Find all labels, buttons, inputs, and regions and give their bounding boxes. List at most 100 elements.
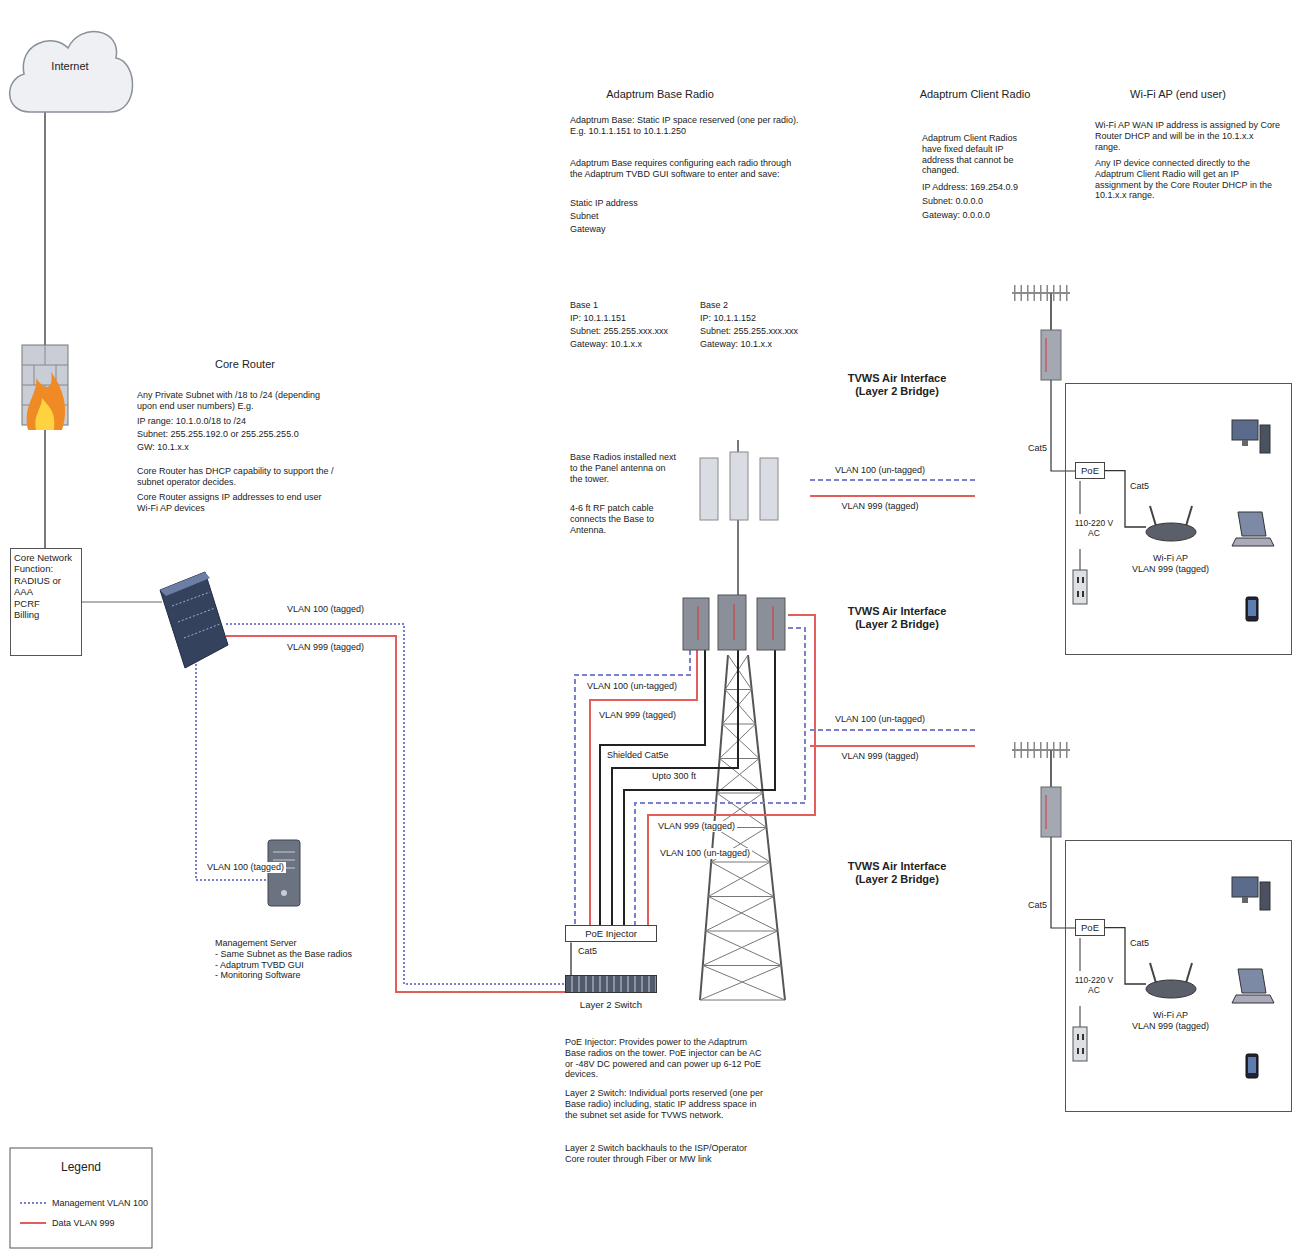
line-label: VLAN 100 (tagged) bbox=[205, 862, 286, 873]
legend-text: Management VLAN 100 bbox=[52, 1198, 148, 1208]
poe-injector-box: PoE Injector bbox=[565, 925, 657, 942]
line-label: VLAN 999 (tagged) bbox=[597, 710, 678, 721]
tower-structure bbox=[730, 452, 748, 520]
base-radio-units bbox=[683, 595, 785, 650]
tower-structure bbox=[706, 931, 778, 932]
note-text: Layer 2 Switch: Individual ports reserve… bbox=[565, 1088, 765, 1120]
core-router-icon bbox=[160, 572, 228, 668]
air-interface-lines bbox=[810, 495, 975, 497]
note-text: Adaptrum Base requires configuring each … bbox=[570, 158, 800, 180]
client-site-equipment bbox=[1242, 440, 1248, 446]
management-server-icon bbox=[281, 890, 287, 896]
connector-label: Cat5 bbox=[1128, 938, 1151, 949]
base-radio-units bbox=[698, 606, 699, 640]
node-text: - Adaptrum TVBD GUI bbox=[215, 960, 385, 971]
line-label: Shielded Cat5e bbox=[605, 750, 671, 761]
tower-structure bbox=[700, 458, 718, 520]
tower-cables bbox=[575, 650, 690, 925]
tower-structure bbox=[725, 655, 748, 690]
note-text: Gateway: 10.1.x.x bbox=[570, 339, 642, 350]
tower-structure bbox=[703, 966, 785, 1001]
core-router-wiring bbox=[82, 601, 162, 602]
client-site-equipment bbox=[1082, 577, 1084, 583]
tower-structure bbox=[722, 724, 759, 759]
tower-structure bbox=[708, 897, 777, 932]
management-server-icon bbox=[273, 852, 295, 853]
client-site-equipment bbox=[1012, 293, 1274, 621]
node-text: VLAN 999 (tagged) bbox=[1123, 1021, 1218, 1032]
note-text: Core Router has DHCP capability to suppo… bbox=[137, 466, 337, 488]
node-text: Core Network Function: bbox=[14, 552, 78, 575]
client-site-equipment bbox=[1077, 591, 1079, 597]
tower-structure bbox=[706, 931, 782, 966]
base-radio-units bbox=[757, 598, 785, 650]
firewall-icon bbox=[34, 365, 35, 385]
note-text: Adaptrum Base: Static IP space reserved … bbox=[570, 115, 800, 137]
heading-text: Core Router bbox=[190, 358, 300, 371]
function-box: Core Network Function:RADIUS or AAAPCRFB… bbox=[10, 548, 82, 656]
node-text-group: Management Server- Same Subnet as the Ba… bbox=[215, 938, 385, 981]
cable-connector bbox=[570, 942, 571, 975]
node-text: Wi-Fi AP bbox=[1123, 1010, 1218, 1021]
tower-cables bbox=[648, 615, 815, 925]
note-text: IP: 10.1.1.152 bbox=[700, 313, 756, 324]
tower-cables bbox=[575, 615, 815, 925]
heading-text: TVWS Air Interface (Layer 2 Bridge) bbox=[837, 372, 957, 398]
legend-line-sample bbox=[20, 1202, 46, 1204]
note-text: IP: 10.1.1.151 bbox=[570, 313, 626, 324]
note-text: GW: 10.1.x.x bbox=[137, 442, 337, 453]
cable-connector bbox=[44, 112, 45, 548]
core-router-icon bbox=[160, 572, 228, 668]
node-text: Management Server bbox=[215, 938, 385, 949]
core-router-wiring bbox=[196, 664, 268, 880]
core-router-icon bbox=[184, 624, 220, 638]
core-router-icon bbox=[160, 572, 210, 596]
node-text: VLAN 999 (tagged) bbox=[1123, 564, 1218, 575]
node-text-group: Internet bbox=[5, 60, 135, 73]
core-router-icon bbox=[172, 592, 210, 606]
client-site-equipment bbox=[1246, 597, 1258, 621]
note-text: Any IP device connected directly to the … bbox=[1095, 158, 1280, 201]
note-text: Subnet: 255.255.xxx.xxx bbox=[570, 326, 668, 337]
tower-structure bbox=[708, 896, 774, 897]
client-site-equipment bbox=[1012, 750, 1274, 1078]
client-site-equipment bbox=[1050, 293, 1052, 330]
node-text: - Same Subnet as the Base radios bbox=[215, 949, 385, 960]
node-text-group: PoE bbox=[1076, 922, 1104, 933]
poe-box: PoE bbox=[1075, 462, 1105, 479]
note-text: Subnet: 255.255.192.0 or 255.255.255.0 bbox=[137, 429, 337, 440]
management-server-icon bbox=[268, 840, 300, 906]
line-label: VLAN 100 (un-tagged) bbox=[658, 848, 752, 859]
cloud-node: Internet bbox=[5, 22, 135, 112]
wifi-ap-node: Wi-Fi APVLAN 999 (tagged) bbox=[1143, 505, 1198, 547]
heading-text: Adaptrum Client Radio bbox=[900, 88, 1050, 101]
node-text: Billing bbox=[14, 609, 78, 620]
legend-line-sample bbox=[20, 1222, 46, 1224]
core-router-icon bbox=[178, 608, 215, 622]
tower-structure bbox=[703, 931, 778, 966]
line-label: Cat5 bbox=[1026, 443, 1049, 454]
note-text: Subnet: 0.0.0.0 bbox=[922, 196, 983, 207]
customer-premises-box: 110-220 V AC PoE Wi-Fi APVLAN 999 (tagged) bbox=[1065, 840, 1292, 1112]
client-site-equipment bbox=[1080, 549, 1081, 570]
node-text-group: 110-220 V AC bbox=[1072, 975, 1116, 995]
node-text: PCRF bbox=[14, 598, 78, 609]
client-site-equipment bbox=[1012, 292, 1070, 294]
firewall-icon bbox=[22, 345, 68, 430]
client-site-equipment bbox=[1082, 591, 1084, 597]
tower-structure bbox=[700, 1000, 785, 1001]
node-text-group: PoE Injector bbox=[568, 928, 654, 939]
client-site-equipment bbox=[1150, 506, 1156, 526]
node-text: 110-220 V AC bbox=[1072, 518, 1116, 538]
base-radio-units bbox=[718, 595, 746, 650]
legend-box bbox=[10, 1148, 152, 1248]
tower-structure bbox=[706, 897, 774, 932]
tower-structure bbox=[725, 690, 755, 725]
heading-text: Adaptrum Base Radio bbox=[580, 88, 740, 101]
heading-text: VLAN 999 (tagged) bbox=[841, 751, 918, 762]
legend-line-sample bbox=[20, 1219, 46, 1227]
note-text: Base Radios installed next to the Panel … bbox=[570, 452, 678, 484]
management-server-icon bbox=[273, 860, 295, 861]
server-node: Management Server- Same Subnet as the Ba… bbox=[266, 838, 304, 908]
